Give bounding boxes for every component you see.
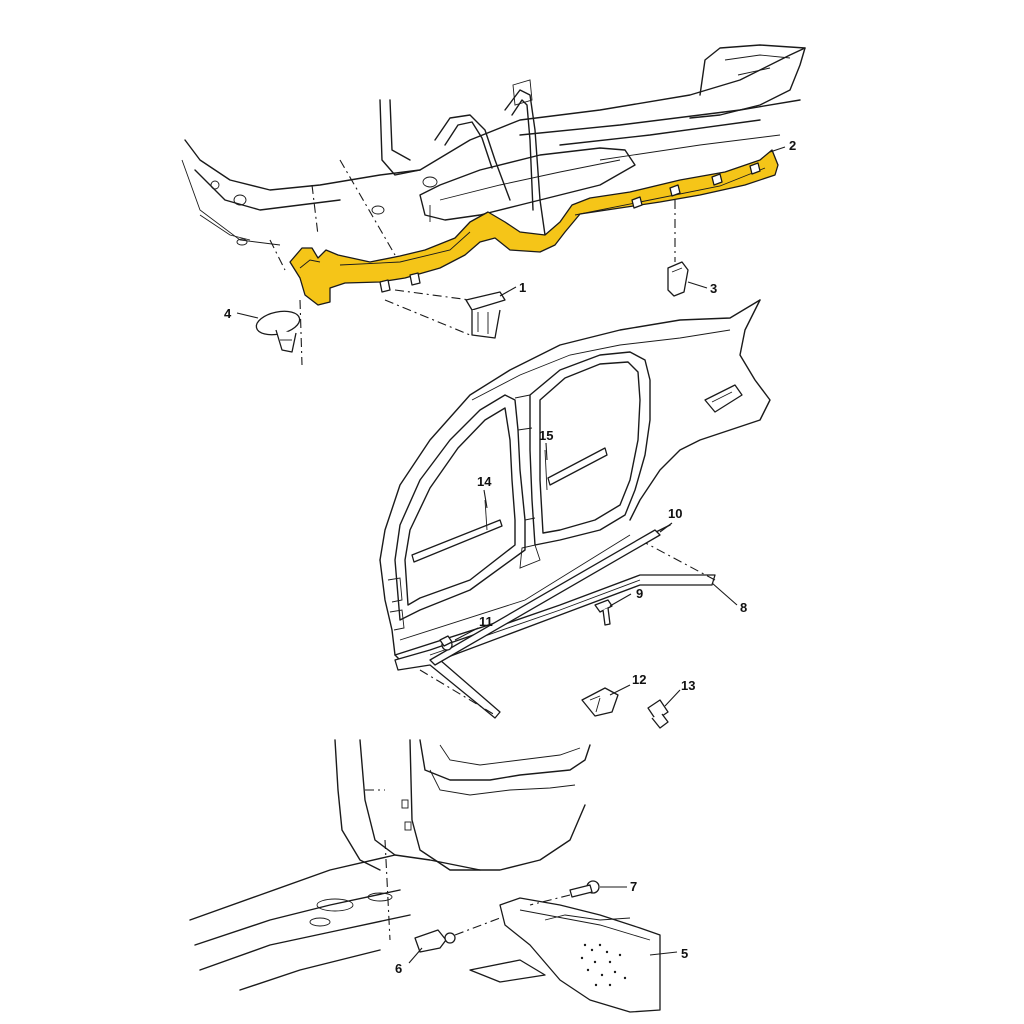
leader-lines	[236, 146, 786, 964]
part-1-retainer	[465, 291, 506, 339]
callout-14: 14	[477, 474, 492, 489]
part-3-clip	[667, 261, 689, 297]
vehicle-floor-top-view	[181, 44, 806, 366]
callout-5: 5	[681, 946, 688, 961]
trim-clips-row	[379, 162, 761, 293]
callout-labels: 1 2 3 4 5 6 7 8 9 10 11 12 13 14 15	[224, 138, 796, 976]
part-12-clip	[581, 687, 619, 717]
part-8-rocker-molding	[394, 539, 716, 719]
callout-11: 11	[479, 614, 493, 629]
highlighted-trim-panel	[289, 149, 779, 306]
part-4-push-pin	[255, 310, 301, 353]
callout-8: 8	[740, 600, 747, 615]
callout-13: 13	[681, 678, 695, 693]
part-6-push-clip	[414, 917, 501, 953]
part-10-sill-strip	[429, 529, 661, 666]
callout-2: 2	[789, 138, 796, 153]
part-5-kick-panel	[469, 897, 661, 1013]
callout-12: 12	[632, 672, 646, 687]
part-11-screw	[439, 635, 453, 651]
lower-body-kick-area	[189, 739, 591, 991]
callout-4: 4	[224, 306, 232, 321]
callout-6: 6	[395, 961, 402, 976]
callout-7: 7	[630, 879, 637, 894]
speaker-grille-dots	[580, 943, 627, 987]
callout-3: 3	[710, 281, 717, 296]
callout-15: 15	[539, 428, 553, 443]
part-7-screw	[529, 880, 600, 906]
callout-9: 9	[636, 586, 643, 601]
part-13-bolt	[647, 699, 669, 729]
part-2-sill-scuff-plate	[289, 149, 779, 306]
callout-10: 10	[668, 506, 682, 521]
part-9-fastener	[594, 599, 613, 626]
callout-1: 1	[519, 280, 526, 295]
body-side-panel	[379, 299, 771, 661]
